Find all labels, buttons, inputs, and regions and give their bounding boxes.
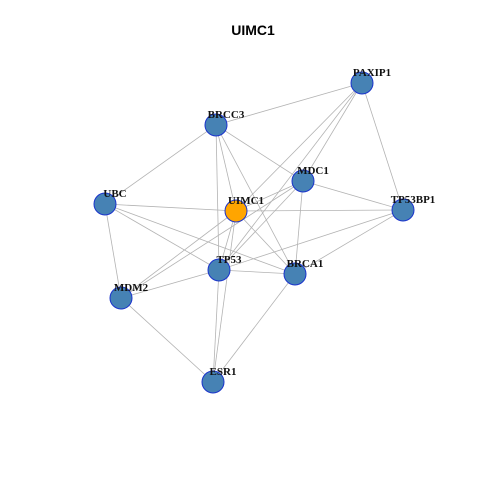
node-circle-ubc	[93, 192, 117, 216]
edge-uimc1-esr1	[212, 210, 237, 383]
node-label-ubc: UBC	[103, 188, 126, 200]
edge-tp53-mdm2	[120, 269, 220, 299]
node-label-esr1: ESR1	[210, 366, 237, 378]
edge-brcc3-paxip1	[215, 82, 363, 126]
edge-paxip1-tp53	[218, 82, 363, 271]
edge-brcc3-tp53	[215, 124, 220, 271]
node-ubc: UBC	[93, 188, 127, 216]
node-mdm2: MDM2	[109, 282, 149, 310]
edge-layer	[104, 82, 404, 383]
edge-mdc1-mdm2	[120, 180, 304, 299]
node-circle-brca1	[283, 262, 307, 286]
node-label-tp53: TP53	[216, 254, 242, 266]
edge-paxip1-mdc1	[302, 82, 363, 182]
node-mdc1: MDC1	[291, 165, 329, 193]
edge-ubc-uimc1	[104, 203, 237, 212]
edge-uimc1-mdc1	[235, 180, 304, 212]
node-label-uimc1: UIMC1	[228, 195, 264, 207]
node-label-brcc3: BRCC3	[208, 109, 245, 121]
node-tp53bp1: TP53BP1	[391, 194, 436, 222]
edge-brcc3-mdc1	[215, 124, 304, 182]
node-label-brca1: BRCA1	[287, 258, 324, 270]
edge-paxip1-uimc1	[235, 82, 363, 212]
node-label-mdc1: MDC1	[297, 165, 329, 177]
node-label-paxip1: PAXIP1	[353, 67, 391, 79]
edge-tp53-esr1	[212, 269, 220, 383]
node-brca1: BRCA1	[283, 258, 324, 286]
node-circle-uimc1	[224, 199, 248, 223]
node-circle-tp53	[207, 258, 231, 282]
edge-uimc1-tp53bp1	[235, 209, 404, 212]
edge-brcc3-ubc	[104, 124, 217, 205]
node-brcc3: BRCC3	[204, 109, 245, 137]
diagram-title: UIMC1	[231, 22, 275, 38]
node-esr1: ESR1	[201, 366, 237, 394]
edge-brca1-esr1	[212, 273, 296, 383]
edge-mdc1-tp53	[218, 180, 304, 271]
node-circle-esr1	[201, 370, 225, 394]
node-uimc1: UIMC1	[224, 195, 264, 223]
edge-ubc-brca1	[104, 203, 296, 275]
node-circle-tp53bp1	[391, 198, 415, 222]
node-tp53: TP53	[207, 254, 242, 282]
edge-mdm2-esr1	[120, 297, 214, 383]
edge-brcc3-uimc1	[215, 124, 237, 212]
node-circle-mdm2	[109, 286, 133, 310]
edge-tp53bp1-tp53	[218, 209, 404, 271]
node-circle-paxip1	[350, 71, 374, 95]
edge-mdc1-tp53bp1	[302, 180, 404, 211]
edge-uimc1-mdm2	[120, 210, 237, 299]
edge-paxip1-tp53bp1	[361, 82, 404, 211]
edge-tp53bp1-brca1	[294, 209, 404, 275]
edge-mdc1-brca1	[294, 180, 304, 275]
node-label-mdm2: MDM2	[114, 282, 149, 294]
edge-tp53-brca1	[218, 269, 296, 275]
edge-ubc-mdm2	[104, 203, 122, 299]
node-circle-brcc3	[204, 113, 228, 137]
edge-ubc-tp53	[104, 203, 220, 271]
edge-uimc1-brca1	[235, 210, 296, 275]
node-circle-mdc1	[291, 169, 315, 193]
node-paxip1: PAXIP1	[350, 67, 391, 95]
node-label-tp53bp1: TP53BP1	[391, 194, 436, 206]
